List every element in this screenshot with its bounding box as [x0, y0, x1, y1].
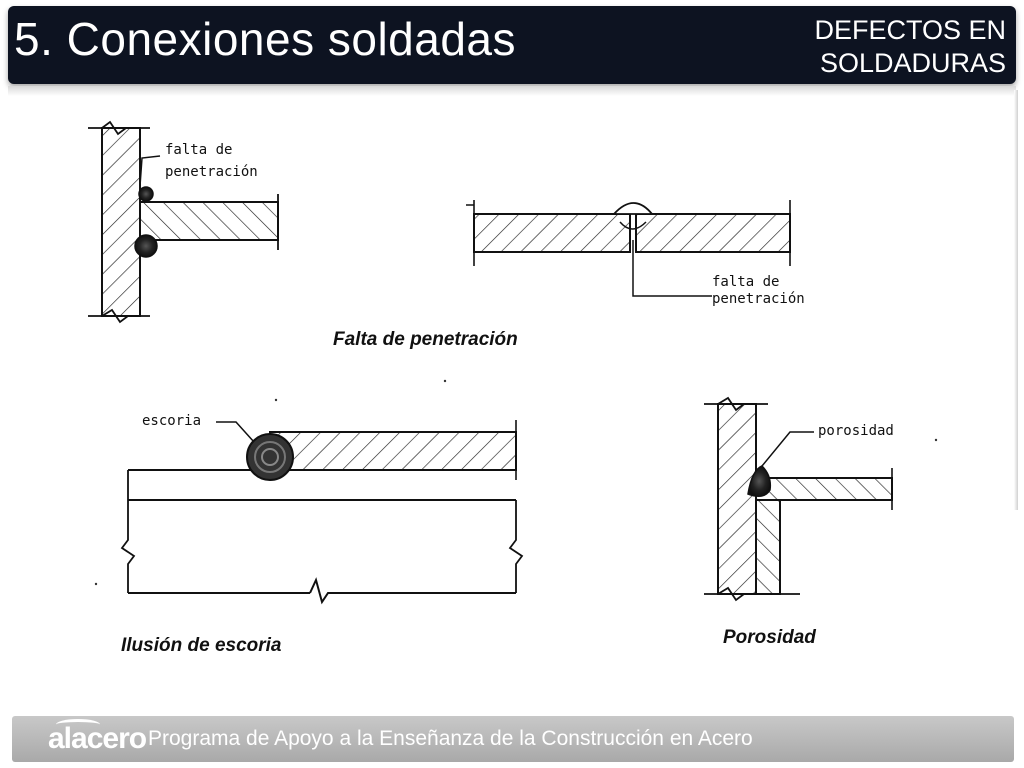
label-falta-penetracion-a-2: penetración — [165, 164, 258, 180]
porosity-break-bottom — [704, 586, 800, 602]
label-porosidad: porosidad — [818, 423, 894, 439]
slide-subtitle: DEFECTOS EN SOLDADURAS — [814, 15, 1006, 78]
caption-porosidad: Porosidad — [723, 627, 816, 648]
angle-leg-horizontal — [755, 477, 893, 501]
leader-line-a — [139, 155, 161, 187]
porosity-figure: porosidad — [704, 396, 894, 602]
caption-ilusion-escoria: Ilusión de escoria — [121, 635, 282, 656]
vertical-plate-porosity — [717, 403, 757, 595]
caption-falta-penetracion: Falta de penetración — [333, 329, 518, 350]
porosity-break-top — [704, 396, 768, 412]
weld-top — [138, 186, 154, 202]
porosity-weld — [747, 465, 772, 497]
content-edge — [1014, 90, 1018, 510]
alacero-logo: alacero — [48, 722, 147, 755]
slag-ring-2 — [261, 448, 279, 466]
program-name: Programa de Apoyo a la Enseñanza de la C… — [148, 727, 753, 750]
label-escoria: escoria — [142, 413, 201, 429]
footer-bar: alacero Programa de Apoyo a la Enseñanza… — [12, 716, 1014, 762]
slide-title: 5. Conexiones soldadas — [14, 13, 516, 65]
slag-weld — [246, 433, 294, 481]
leader-line-b — [632, 240, 712, 297]
scan-dot — [94, 582, 98, 586]
header-shadow — [8, 86, 1016, 96]
right-butt-plate — [635, 213, 791, 253]
base-right-break — [508, 500, 524, 593]
scan-dot — [443, 379, 447, 383]
label-falta-penetracion-b-2: penetración — [712, 291, 805, 307]
scan-dot — [934, 438, 938, 442]
leader-line-escoria — [216, 421, 255, 443]
base-bottom-break — [309, 577, 516, 605]
slag-inclusion-figure: escoria — [120, 413, 524, 605]
horizontal-plate — [139, 201, 279, 241]
weld-root — [619, 221, 647, 230]
vertical-plate — [101, 127, 141, 317]
slag-ring-1 — [254, 441, 286, 473]
t-joint-penetration-figure: falta de penetración — [88, 120, 279, 324]
butt-joint-penetration-figure: falta de penetración — [466, 200, 805, 307]
base-left-break — [120, 470, 136, 593]
break-mark-top — [88, 120, 150, 136]
break-mark-bottom — [88, 308, 150, 324]
leader-line-porosidad — [761, 431, 814, 467]
upper-plate — [269, 431, 517, 471]
weld-bottom — [134, 234, 158, 258]
label-falta-penetracion-b-1: falta de — [712, 274, 779, 290]
angle-leg-vertical — [755, 499, 781, 595]
logo-swoosh-icon — [56, 719, 100, 730]
slide-header: 5. Conexiones soldadas DEFECTOS EN SOLDA… — [8, 6, 1016, 84]
label-falta-penetracion-a-1: falta de — [165, 142, 232, 158]
weld-bead — [611, 202, 654, 215]
scan-dot — [274, 398, 278, 402]
left-butt-plate — [473, 213, 631, 253]
